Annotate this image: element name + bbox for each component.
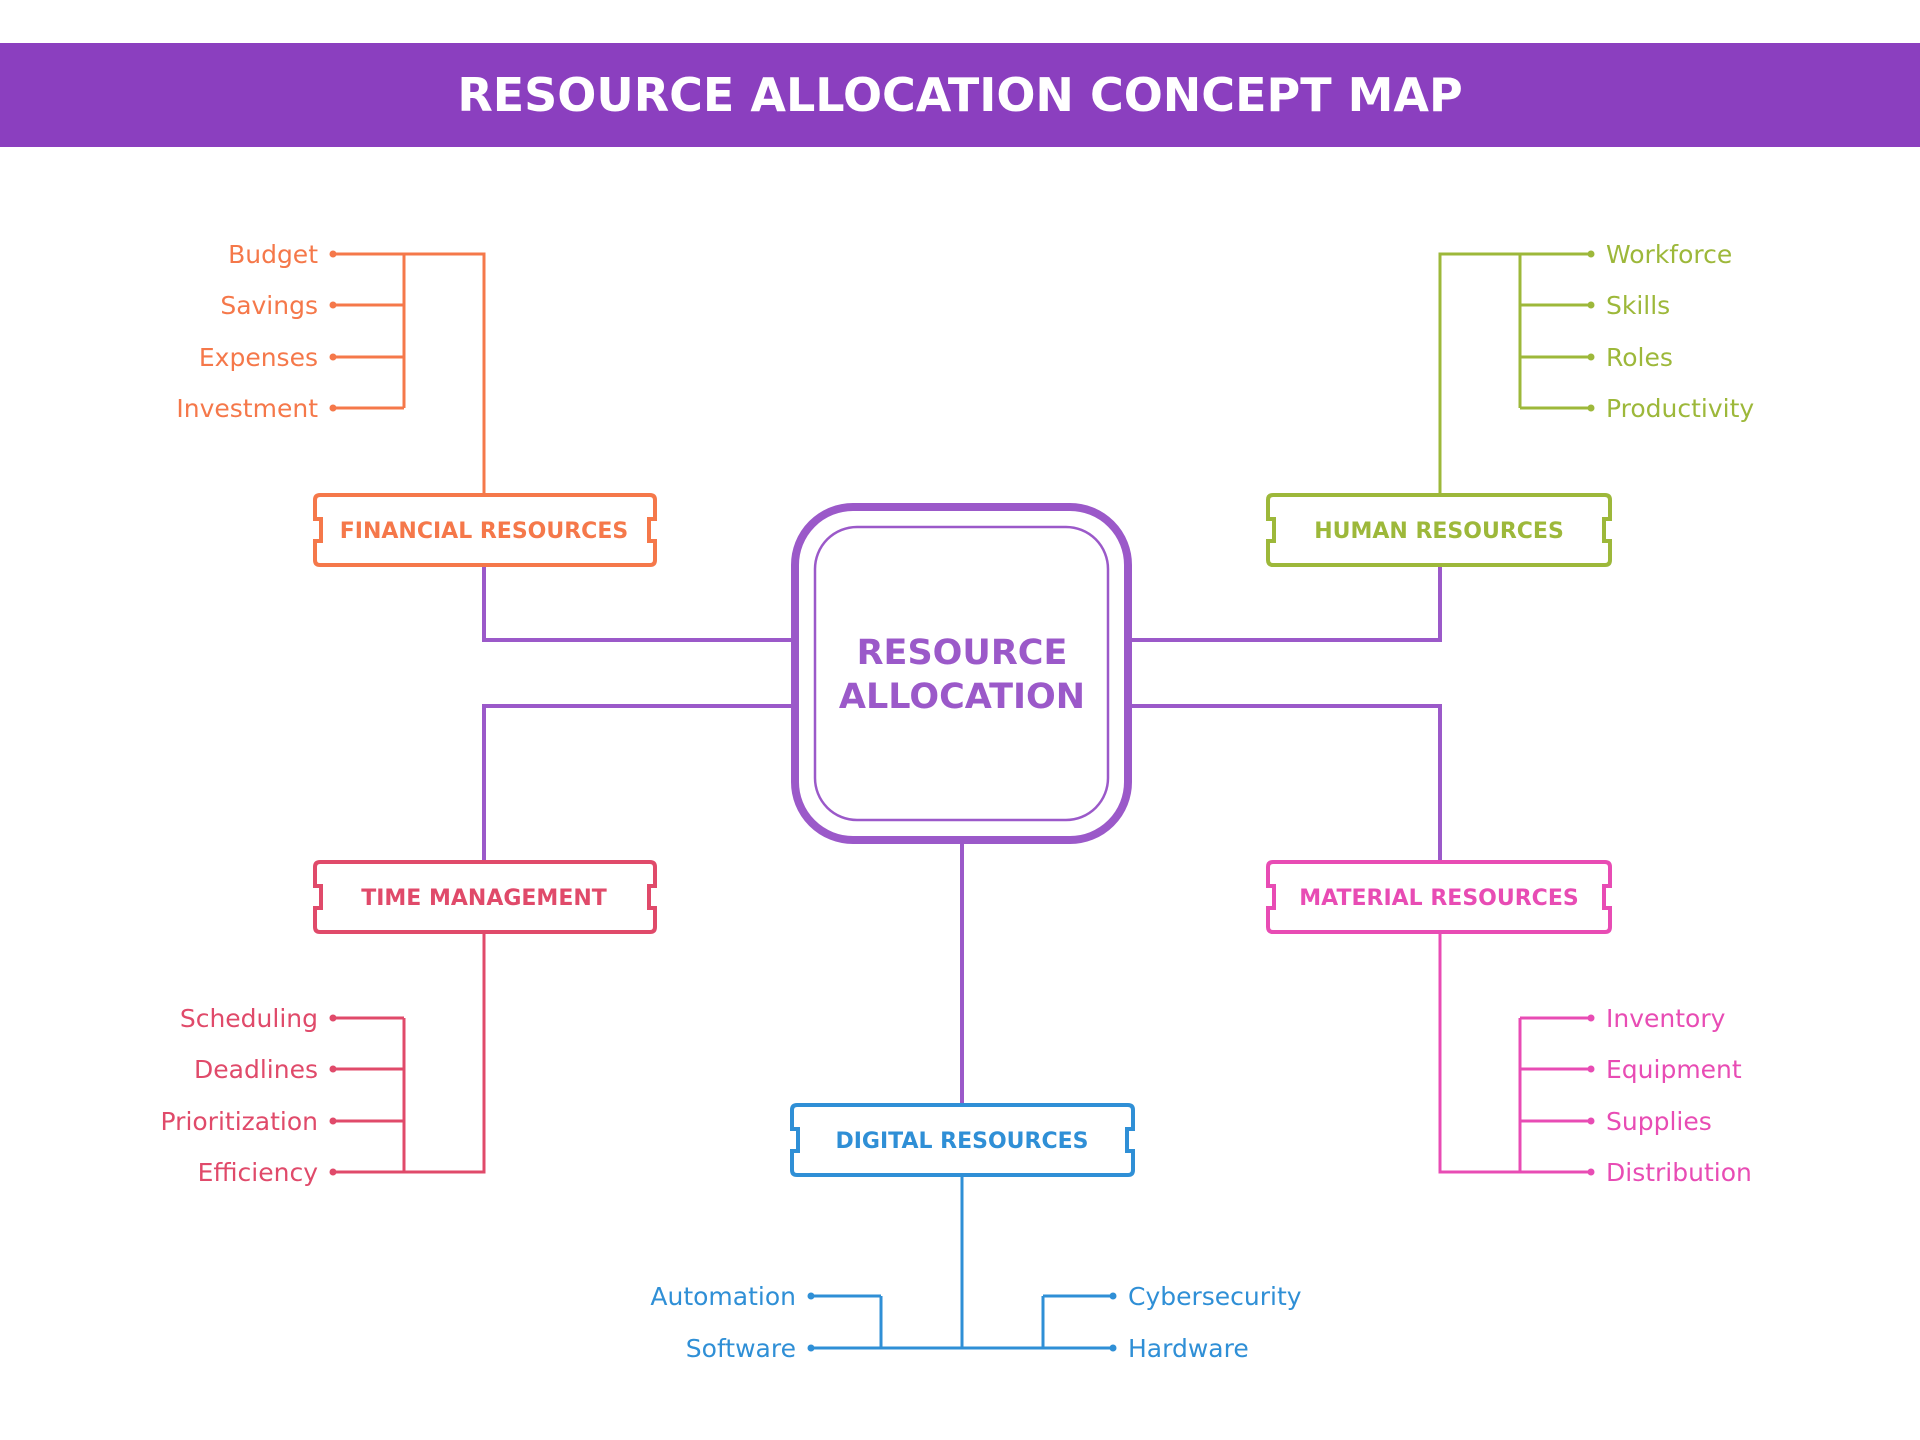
financial-item-budget: Budget	[228, 240, 318, 269]
material-dot-1	[1587, 1014, 1595, 1022]
material-dot-2	[1587, 1065, 1595, 1073]
material-dot-3	[1587, 1117, 1595, 1125]
material-stem	[1438, 932, 1520, 1174]
branch-material	[1266, 860, 1612, 1176]
material-node-label: MATERIAL RESOURCES	[1299, 886, 1578, 911]
financial-stem	[404, 252, 486, 495]
material-item-supplies: Supplies	[1606, 1107, 1712, 1136]
time-dot-1	[329, 1014, 337, 1022]
human-item-workforce: Workforce	[1606, 240, 1732, 269]
branch-human	[1266, 250, 1612, 567]
digital-item-automation: Automation	[650, 1282, 796, 1311]
digital-dot-left-2	[807, 1344, 815, 1352]
material-node-frame	[1266, 860, 1612, 934]
time-dot-3	[329, 1117, 337, 1125]
time-dot-2	[329, 1065, 337, 1073]
human-item-skills: Skills	[1606, 291, 1670, 320]
human-node-label: HUMAN RESOURCES	[1314, 519, 1564, 544]
center-label-line1: RESOURCE	[857, 633, 1068, 673]
branch-financial	[313, 250, 657, 567]
time-node-label: TIME MANAGEMENT	[361, 886, 607, 911]
material-item-inventory: Inventory	[1606, 1004, 1726, 1033]
financial-item-investment: Investment	[176, 394, 318, 423]
time-stem	[404, 932, 486, 1174]
financial-node-frame	[313, 493, 657, 567]
human-node-frame	[1266, 493, 1612, 567]
financial-item-expenses: Expenses	[199, 343, 318, 372]
financial-item-savings: Savings	[220, 291, 318, 320]
digital-dot-left-1	[807, 1292, 815, 1300]
human-dot-4	[1587, 404, 1595, 412]
hub-connectors	[482, 565, 1442, 1105]
center-node-inner	[813, 525, 1110, 822]
digital-item-hardware: Hardware	[1128, 1334, 1249, 1363]
time-item-prioritization: Prioritization	[161, 1107, 318, 1136]
center-node: RESOURCE ALLOCATION	[791, 503, 1132, 844]
digital-dot-right-2	[1109, 1344, 1117, 1352]
financial-dot-2	[329, 301, 337, 309]
financial-dot-1	[329, 250, 337, 258]
connector-material	[1128, 704, 1442, 862]
time-dot-4	[329, 1168, 337, 1176]
human-dot-1	[1587, 250, 1595, 258]
time-texts: TIME MANAGEMENT Scheduling Deadlines Pri…	[161, 886, 607, 1187]
digital-node-label: DIGITAL RESOURCES	[835, 1129, 1088, 1154]
time-node-frame	[313, 860, 657, 934]
center-node-outer	[791, 503, 1132, 844]
time-item-scheduling: Scheduling	[180, 1004, 318, 1033]
digital-item-software: Software	[686, 1334, 796, 1363]
financial-dot-4	[329, 404, 337, 412]
connector-time	[482, 704, 795, 862]
digital-item-cybersecurity: Cybersecurity	[1128, 1282, 1302, 1311]
material-texts: MATERIAL RESOURCES Inventory Equipment S…	[1299, 886, 1752, 1187]
financial-node-label: FINANCIAL RESOURCES	[340, 519, 628, 544]
human-dot-2	[1587, 301, 1595, 309]
connector-financial	[482, 565, 795, 642]
human-dot-3	[1587, 353, 1595, 361]
digital-texts: DIGITAL RESOURCES Automation Software Cy…	[650, 1129, 1301, 1363]
human-item-productivity: Productivity	[1606, 394, 1754, 423]
human-stem	[1438, 252, 1520, 495]
branch-time	[313, 860, 657, 1176]
human-texts: HUMAN RESOURCES Workforce Skills Roles P…	[1314, 240, 1754, 544]
digital-node-frame	[790, 1103, 1135, 1177]
financial-texts: FINANCIAL RESOURCES Budget Savings Expen…	[176, 240, 628, 544]
branch-digital	[790, 1103, 1135, 1352]
material-item-distribution: Distribution	[1606, 1158, 1752, 1187]
title-bar: RESOURCE ALLOCATION CONCEPT MAP	[0, 43, 1920, 147]
human-item-roles: Roles	[1606, 343, 1673, 372]
time-item-deadlines: Deadlines	[194, 1055, 318, 1084]
page-title: RESOURCE ALLOCATION CONCEPT MAP	[457, 68, 1463, 122]
digital-dot-right-1	[1109, 1292, 1117, 1300]
center-label-line2: ALLOCATION	[839, 677, 1085, 717]
connector-human	[1128, 565, 1442, 642]
material-item-equipment: Equipment	[1606, 1055, 1742, 1084]
time-item-efficiency: Efficiency	[198, 1158, 319, 1187]
financial-dot-3	[329, 353, 337, 361]
material-dot-4	[1587, 1168, 1595, 1176]
